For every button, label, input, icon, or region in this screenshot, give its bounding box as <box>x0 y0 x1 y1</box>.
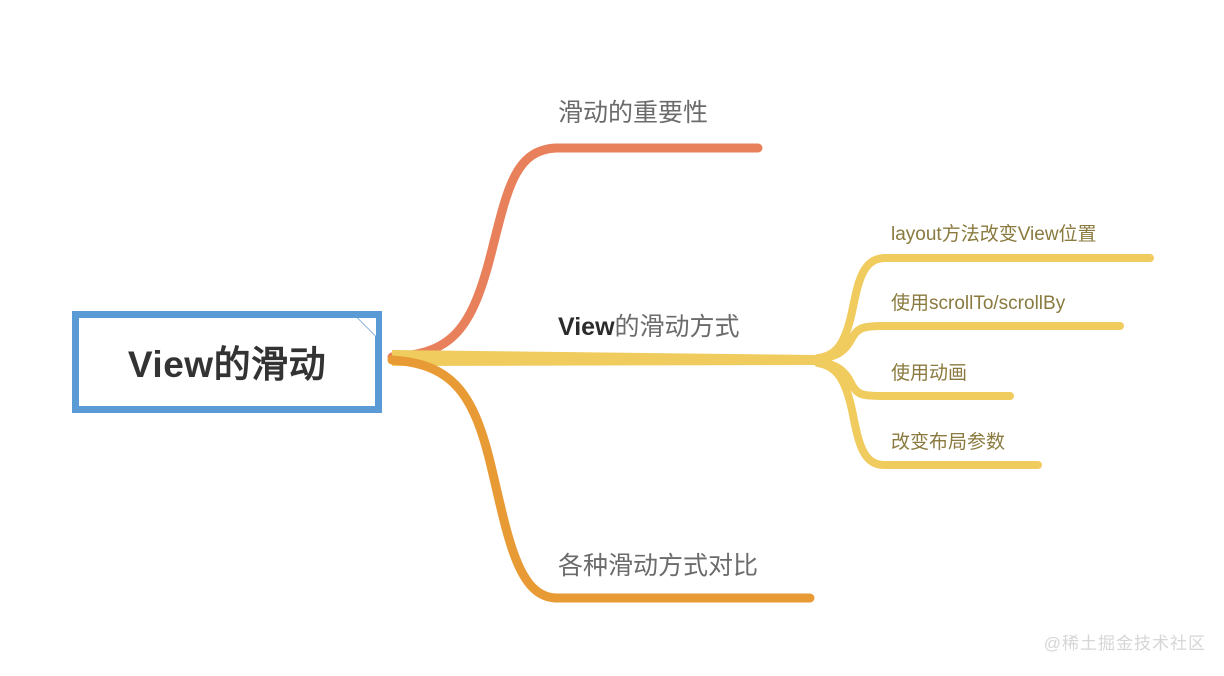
branch-label-importance[interactable]: 滑动的重要性 <box>558 99 709 127</box>
root-node[interactable]: View的滑动 <box>72 311 382 413</box>
subbranch-path-scrollto <box>814 322 1124 363</box>
subbranch-label-layout-params[interactable]: 改变布局参数 <box>891 432 1006 453</box>
subbranch-label-scrollto[interactable]: 使用scrollTo/scrollBy <box>891 293 1066 314</box>
root-node-frame <box>72 311 382 413</box>
branch-path-comparison <box>387 355 815 603</box>
branch-label-scroll-ways-emphasis: View <box>558 313 615 341</box>
watermark: @稀土掘金技术社区 <box>1043 634 1206 653</box>
branch-label-scroll-ways[interactable]: View的滑动方式 <box>558 307 740 343</box>
subbranch-label-layout[interactable]: layout方法改变View位置 <box>891 224 1097 245</box>
branch-path-scroll-ways <box>392 350 816 366</box>
branch-path-importance <box>387 143 763 362</box>
subbranch-path-params <box>814 359 1042 469</box>
root-node-label: View的滑动 <box>127 344 327 385</box>
subbranch-label-animation[interactable]: 使用动画 <box>891 363 968 384</box>
branch-label-scroll-ways-rest: 的滑动方式 <box>614 313 740 341</box>
branch-label-comparison[interactable]: 各种滑动方式对比 <box>558 552 759 580</box>
